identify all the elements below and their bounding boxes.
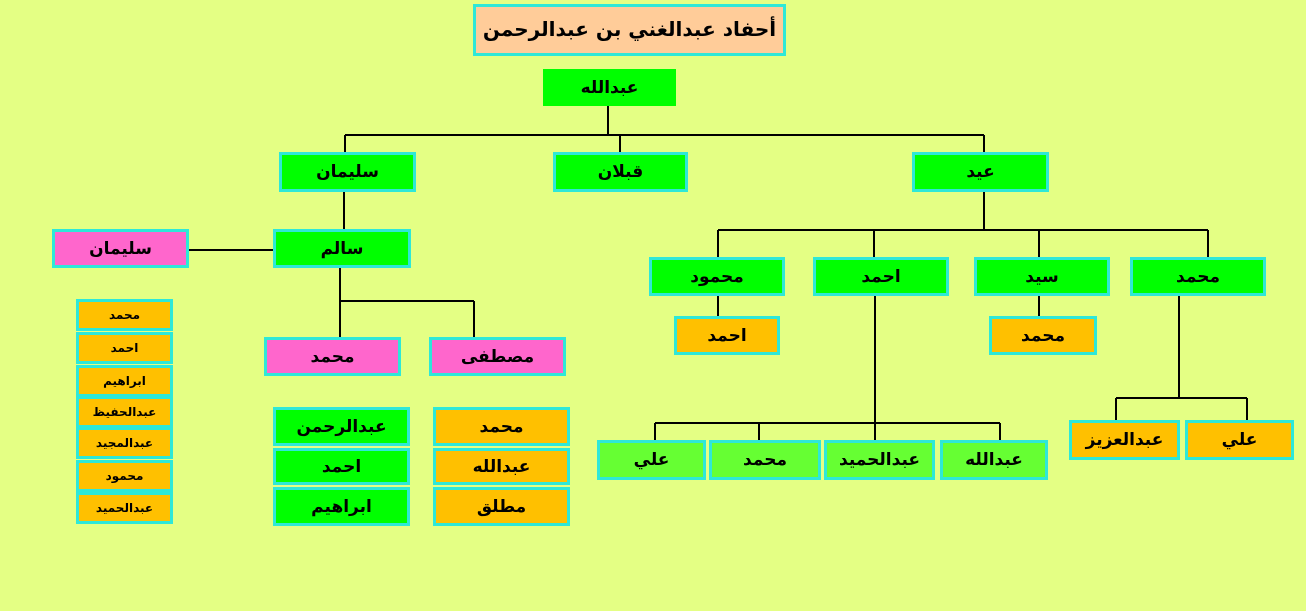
root-node-abdullah: عبدالله: [543, 69, 676, 106]
ahmad-child-2: عبدالحميد: [824, 440, 935, 480]
node-sayyid: سيد: [974, 257, 1110, 296]
mustafa-child-1: عبدالله: [433, 448, 570, 485]
node-muhammad-pink: محمد: [264, 337, 401, 376]
node-sulayman-pink: سليمان: [52, 229, 189, 268]
sulayman-child-0: محمد: [76, 299, 173, 331]
muhammad2-child-1: علي: [1185, 420, 1294, 460]
node-mustafa-pink: مصطفى: [429, 337, 566, 376]
mustafa-child-0: محمد: [433, 407, 570, 446]
muhammad-child-1: احمد: [273, 448, 410, 485]
sulayman-child-6: عبدالحميد: [76, 492, 173, 524]
ahmad-child-3: عبدالله: [940, 440, 1048, 480]
node-mahmoud: محمود: [649, 257, 785, 296]
mahmoud-child: احمد: [674, 316, 780, 355]
title-box: أحفاد عبدالغني بن عبدالرحمن: [473, 4, 786, 56]
node-salim: سالم: [273, 229, 411, 268]
sulayman-child-5: محمود: [76, 460, 173, 492]
sayyid-child: محمد: [989, 316, 1097, 355]
sulayman-child-4: عبدالمجيد: [76, 427, 173, 459]
sulayman-child-3: عبدالحفيظ: [76, 396, 173, 428]
muhammad-child-0: عبدالرحمن: [273, 407, 410, 446]
sulayman-child-2: ابراهيم: [76, 365, 173, 397]
mustafa-child-2: مطلق: [433, 487, 570, 526]
son-node-sulayman: سليمان: [279, 152, 416, 192]
node-muhammad-2: محمد: [1130, 257, 1266, 296]
son-node-eid: عيد: [912, 152, 1049, 192]
muhammad2-child-0: عبدالعزيز: [1069, 420, 1180, 460]
son-node-qablan: قبلان: [553, 152, 688, 192]
sulayman-child-1: احمد: [76, 332, 173, 364]
ahmad-child-1: محمد: [709, 440, 821, 480]
muhammad-child-2: ابراهيم: [273, 487, 410, 526]
node-ahmad: احمد: [813, 257, 949, 296]
ahmad-child-0: علي: [597, 440, 706, 480]
